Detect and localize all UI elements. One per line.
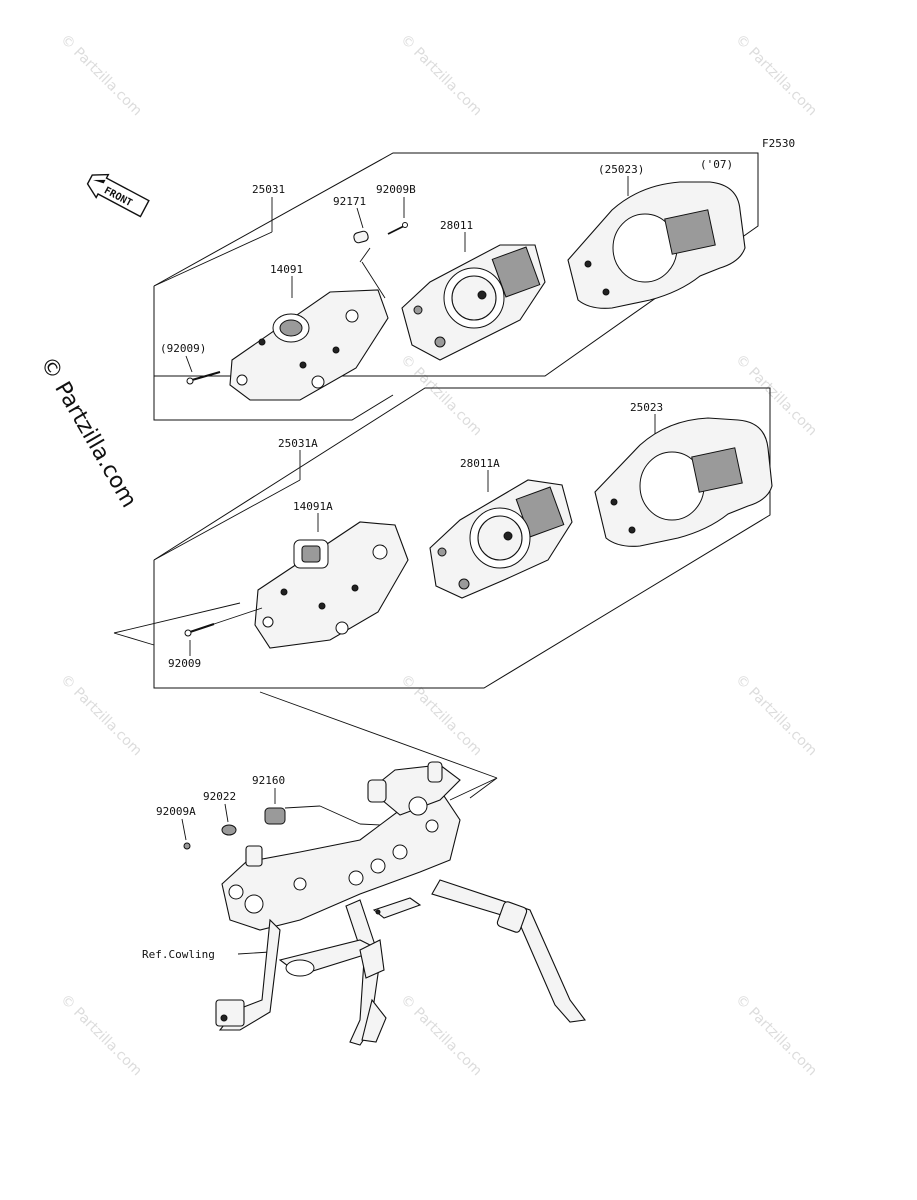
meter-case-14091 [229, 289, 389, 401]
watermark-large: © Partzilla.com [35, 353, 142, 513]
upper-frame-bottom [153, 286, 394, 421]
screw-a-icon [183, 842, 191, 850]
label-28011a: 28011A [460, 457, 500, 470]
bracket-group: 92160 92022 92009A Ref.Cowling [142, 691, 587, 1046]
label-25023: 25023 [630, 401, 663, 414]
lower-assembly-group: 25031A 14091A 28011A 25023 92009 [113, 387, 773, 689]
screw-b-icon [387, 222, 408, 235]
label-92009b: 92009B [376, 183, 416, 196]
watermark: © Partzilla.com [57, 32, 145, 120]
meter-case-14091a [254, 521, 409, 649]
label-25031a: 25031A [278, 437, 318, 450]
upper-assembly-group: 25031 92171 92009B 14091 (92009) 28011 (… [153, 152, 759, 421]
watermark: © Partzilla.com [57, 672, 145, 760]
lower-frame [153, 387, 771, 689]
label-ref-cowling: Ref.Cowling [142, 948, 215, 961]
watermark: © Partzilla.com [57, 992, 145, 1080]
watermark: © Partzilla.com [732, 32, 820, 120]
label-92009-paren: (92009) [160, 342, 206, 355]
clip-icon [353, 230, 386, 299]
damper-icon [264, 807, 286, 825]
figure-code: F2530 [762, 137, 795, 150]
meter-unit-28011a [429, 479, 573, 599]
meter-cover-25023-upper [567, 181, 746, 309]
watermark: © Partzilla.com [397, 32, 485, 120]
label-14091: 14091 [270, 263, 303, 276]
label-14091a: 14091A [293, 500, 333, 513]
screw-icon [186, 371, 221, 385]
watermark: © Partzilla.com [397, 352, 485, 440]
upper-frame [153, 152, 759, 377]
label-07: ('07) [700, 158, 733, 171]
front-arrow-icon: FRONT [86, 173, 150, 218]
screw-icon [184, 623, 215, 637]
watermark: © Partzilla.com [732, 992, 820, 1080]
label-92160: 92160 [252, 774, 285, 787]
watermark: © Partzilla.com [397, 992, 485, 1080]
meter-unit-28011 [401, 244, 546, 361]
label-25023-paren: (25023) [598, 163, 644, 176]
label-92022: 92022 [203, 790, 236, 803]
meter-cover-25023-lower [594, 417, 773, 547]
label-28011: 28011 [440, 219, 473, 232]
label-25031: 25031 [252, 183, 285, 196]
label-92171: 92171 [333, 195, 366, 208]
washer-icon [221, 824, 237, 836]
meter-bracket [215, 761, 587, 1046]
watermark: © Partzilla.com [732, 672, 820, 760]
label-92009: 92009 [168, 657, 201, 670]
label-92009a: 92009A [156, 805, 196, 818]
